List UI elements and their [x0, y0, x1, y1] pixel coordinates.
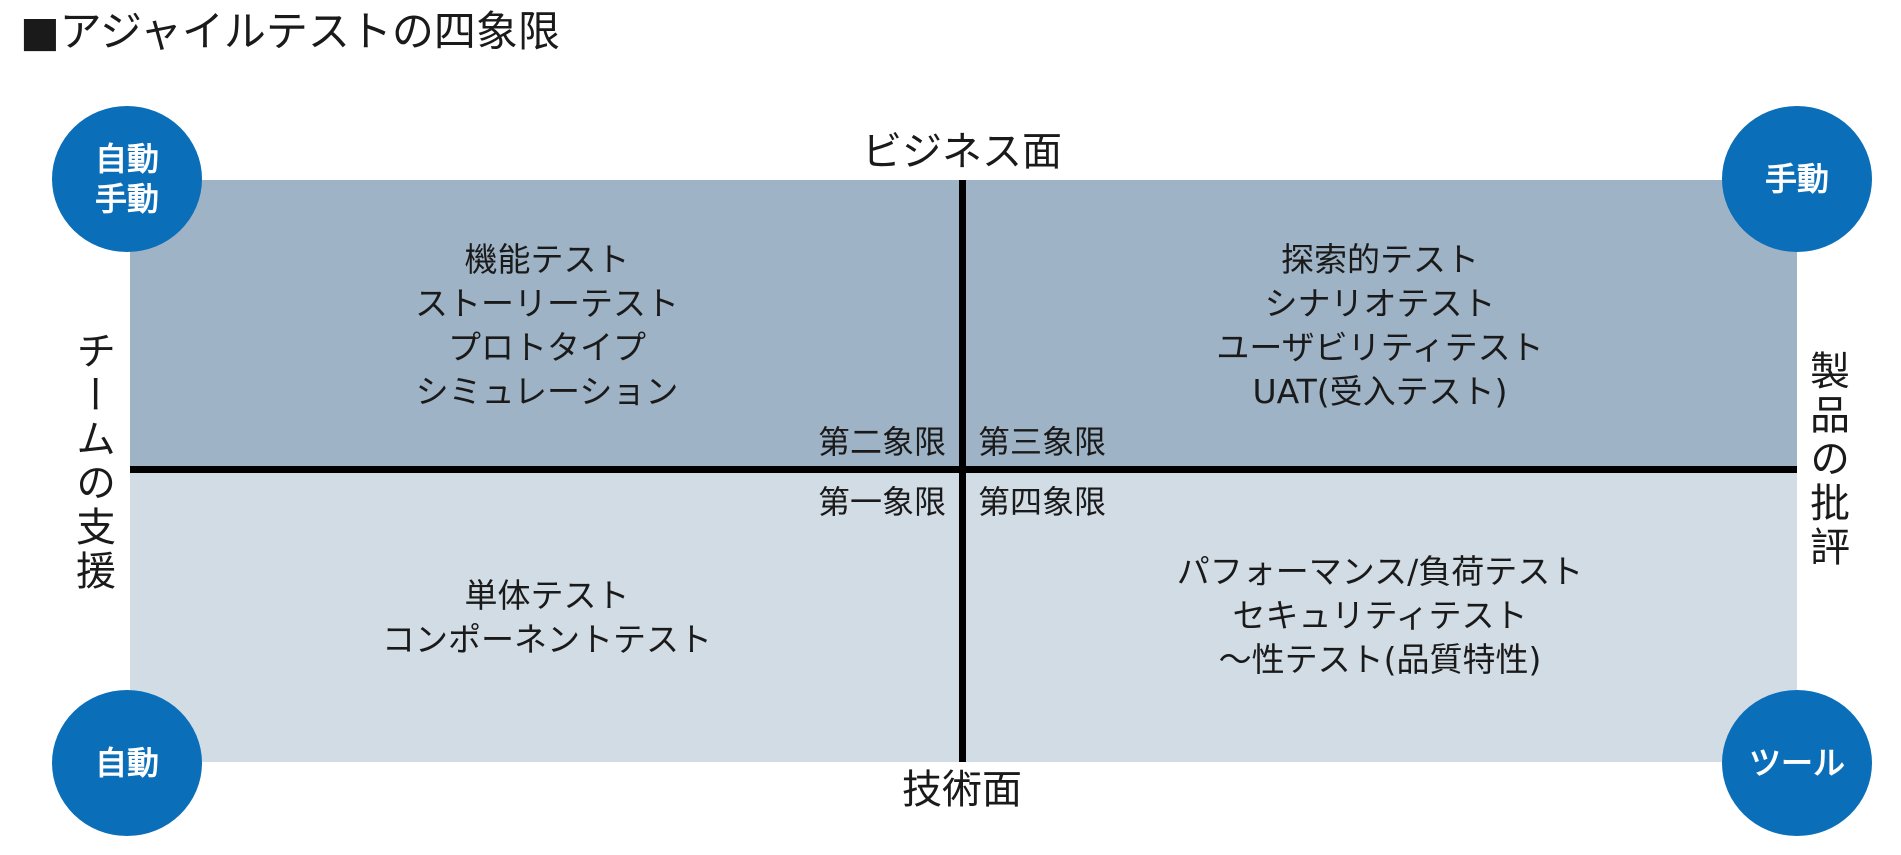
axis-label-bottom: 技術面	[902, 767, 1022, 813]
corner-badge-text: 自動	[94, 140, 159, 178]
quadrant-1-background	[130, 470, 963, 762]
horizontal-axis-line	[130, 466, 1797, 473]
axis-label-top: ビジネス面	[862, 129, 1062, 175]
quadrant-4-background	[963, 470, 1797, 762]
quadrant-item: シナリオテスト	[1264, 284, 1496, 323]
axis-label-right: 製品の批評	[1803, 350, 1849, 570]
corner-badge-text: 手動	[94, 180, 159, 218]
diagram-title: ■アジャイルテストの四象限	[20, 7, 560, 56]
corner-badge-bottom-right: ツール	[1722, 690, 1872, 836]
quadrant-item: パフォーマンス/負荷テスト	[1176, 552, 1584, 591]
quadrant-item: ～性テスト(品質特性)	[1218, 640, 1542, 679]
quadrant-item: セキュリティテスト	[1232, 596, 1528, 635]
corner-badge-top-left: 自動 手動	[52, 106, 202, 252]
quadrant-item: コンポーネントテスト	[382, 620, 712, 659]
quadrant-3-items: 探索的テスト シナリオテスト ユーザビリティテスト UAT(受入テスト)	[1216, 238, 1543, 414]
quadrant-item: 探索的テスト	[1281, 240, 1479, 279]
quadrant-1-items: 単体テスト コンポーネントテスト	[382, 574, 712, 662]
quadrant-1-label: 第一象限	[817, 483, 946, 521]
quadrant-item: ストーリーテスト	[415, 284, 679, 323]
quadrant-3-label: 第三象限	[978, 423, 1107, 461]
corner-badge-text: 自動	[94, 744, 159, 782]
corner-badge-text: ツール	[1748, 744, 1845, 782]
quadrant-3-background	[963, 180, 1797, 470]
corner-badge-top-right: 手動	[1722, 106, 1872, 252]
corner-badge-bottom-left: 自動	[52, 690, 202, 836]
quadrant-item: 単体テスト	[464, 576, 630, 615]
axis-label-left: チームの支援	[69, 330, 115, 594]
quadrant-2-label: 第二象限	[817, 423, 946, 461]
quadrant-item: ユーザビリティテスト	[1216, 328, 1544, 367]
quadrant-item: プロトタイプ	[448, 328, 646, 367]
quadrant-item: シミュレーション	[415, 372, 679, 411]
corner-badge-text: 手動	[1764, 160, 1829, 198]
quadrant-4-label: 第四象限	[978, 483, 1107, 521]
quadrant-2-background	[130, 180, 963, 470]
quadrant-2-items: 機能テスト ストーリーテスト プロトタイプ シミュレーション	[415, 238, 679, 414]
quadrant-item: UAT(受入テスト)	[1252, 372, 1508, 411]
quadrant-item: 機能テスト	[464, 240, 630, 279]
quadrant-4-items: パフォーマンス/負荷テスト セキュリティテスト ～性テスト(品質特性)	[1177, 550, 1583, 682]
